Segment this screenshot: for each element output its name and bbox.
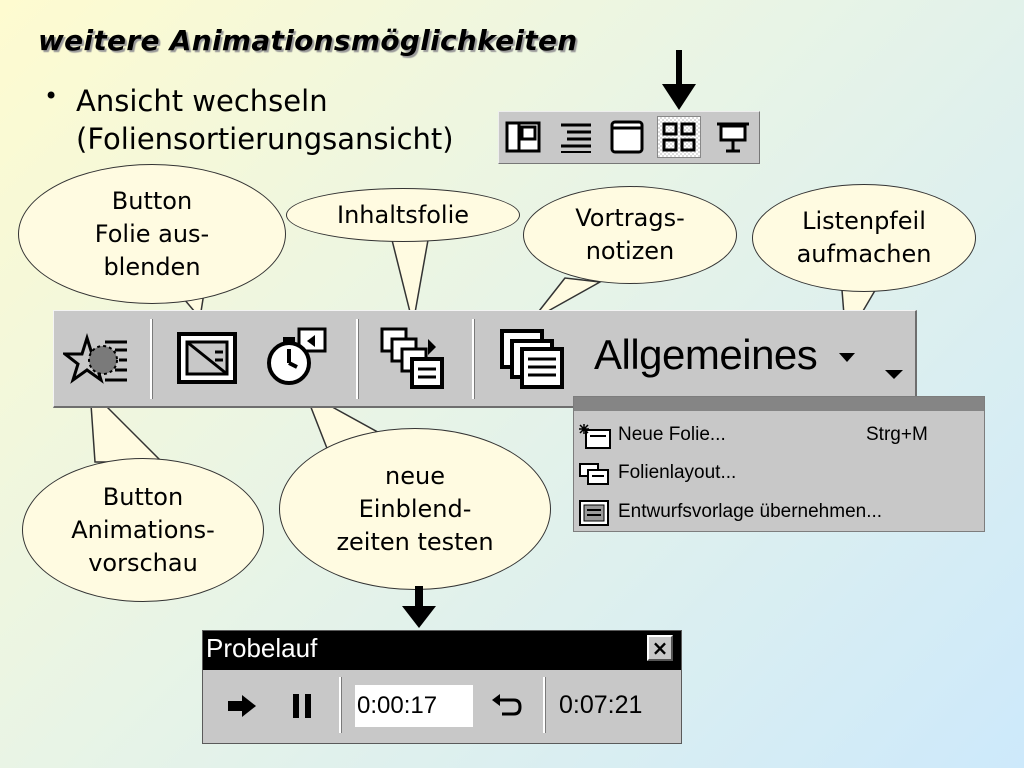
rehearsal-window: Probelauf × 0:00:17 0:07:21 — [202, 630, 682, 744]
animation-preview-button[interactable] — [60, 325, 134, 391]
callout-open-list: Listenpfeil aufmachen — [752, 184, 976, 292]
slide-show-button[interactable] — [711, 116, 755, 158]
slide-layout-combo[interactable]: Allgemeines — [594, 331, 818, 378]
chevron-down-icon — [839, 353, 855, 362]
normal-view-button[interactable] — [501, 116, 545, 158]
stopwatch-icon — [267, 327, 327, 385]
slide-view-icon — [610, 120, 644, 154]
toolbar-separator — [543, 677, 546, 733]
apply-design-icon — [579, 500, 609, 526]
repeat-icon — [492, 694, 522, 716]
summary-slide-button[interactable] — [376, 323, 450, 393]
summary-slide-icon — [380, 327, 444, 389]
callout-text: Vortrags- — [575, 204, 685, 232]
callout-text: vorschau — [88, 548, 198, 577]
menu-item-label: Entwurfsvorlage übernehmen... — [618, 501, 883, 522]
normal-view-icon — [505, 121, 541, 153]
layout-dropdown-menu: Neue Folie... Strg+M Folienlayout... Ent… — [573, 396, 985, 532]
callout-summary-slide: Inhaltsfolie — [286, 188, 520, 242]
menu-item-apply-design[interactable]: Entwurfsvorlage übernehmen... — [574, 493, 984, 531]
pointer-arrow-down-icon — [402, 586, 436, 628]
callout-text: neue — [385, 461, 445, 490]
bullet-line-1: Ansicht wechseln — [76, 84, 328, 118]
callout-text: Button — [102, 482, 184, 511]
next-button[interactable] — [225, 689, 259, 723]
callout-speaker-notes: Vortrags- notizen — [523, 186, 737, 284]
animation-preview-icon — [63, 332, 127, 384]
bullet-text: Ansicht wechseln (Foliensortierungsansic… — [76, 82, 454, 158]
total-time: 0:07:21 — [559, 691, 643, 719]
menu-item-label: Folienlayout... — [618, 462, 737, 483]
toolbar-separator — [339, 677, 342, 733]
pause-icon — [293, 694, 311, 718]
slide-sorter-view-button[interactable] — [657, 116, 701, 158]
speaker-notes-button[interactable] — [492, 323, 572, 393]
bullet-line-2: (Foliensortierungsansicht) — [76, 122, 454, 156]
toolbar-options-arrow[interactable] — [882, 367, 906, 383]
slide-layout-icon — [579, 463, 609, 485]
new-slide-icon — [579, 424, 611, 449]
menu-item-slide-layout[interactable]: Folienlayout... — [574, 454, 984, 492]
callout-text: Listenpfeil — [802, 207, 926, 235]
toolbar-separator — [150, 319, 153, 399]
callout-text: Einblend- — [358, 494, 472, 523]
view-toolbar — [498, 111, 760, 164]
hide-slide-icon — [177, 332, 237, 384]
outline-view-icon — [561, 123, 591, 153]
callout-text: blenden — [103, 252, 201, 281]
slide-sorter-view-icon — [662, 122, 696, 152]
callout-text: Button — [111, 186, 193, 215]
callout-text: aufmachen — [796, 240, 932, 268]
rehearse-timings-button[interactable] — [260, 323, 336, 393]
close-button[interactable]: × — [647, 635, 673, 661]
menu-title-strip — [574, 397, 984, 411]
callout-hide-slide: Button Folie aus- blenden — [18, 164, 286, 304]
hide-slide-button[interactable] — [172, 325, 242, 391]
pause-button[interactable] — [285, 689, 319, 723]
toolbar-separator — [356, 319, 359, 399]
callout-text: Inhaltsfolie — [336, 200, 470, 229]
callout-text: zeiten testen — [336, 527, 494, 556]
projector-screen-icon — [717, 122, 749, 153]
callout-animation-preview: Button Animations- vorschau — [22, 458, 264, 602]
bullet-marker: • — [44, 82, 59, 110]
rehearsal-title-bar: Probelauf × — [203, 631, 681, 670]
toolbar-separator — [472, 319, 475, 399]
arrow-right-icon — [228, 695, 256, 717]
callout-rehearse-timings: neue Einblend- zeiten testen — [279, 428, 551, 590]
pointer-arrow-down-icon — [662, 50, 696, 110]
speaker-notes-icon — [500, 329, 564, 389]
layout-dropdown-arrow[interactable] — [836, 351, 858, 365]
slide-view-button[interactable] — [605, 116, 649, 158]
close-icon: × — [651, 636, 669, 660]
menu-item-shortcut: Strg+M — [866, 424, 928, 445]
slide-time-field: 0:00:17 — [355, 685, 473, 727]
menu-item-label: Neue Folie... — [618, 424, 726, 445]
rehearsal-title: Probelauf — [206, 633, 318, 663]
slide-sorter-toolbar: Allgemeines — [53, 310, 917, 408]
slide-title: weitere Animationsmöglichkeiten — [38, 24, 578, 57]
menu-item-new-slide[interactable]: Neue Folie... Strg+M — [574, 416, 984, 454]
repeat-button[interactable] — [487, 687, 525, 725]
chevron-down-icon — [885, 370, 903, 379]
callout-text: Folie aus- — [94, 219, 210, 248]
callout-text: notizen — [585, 237, 675, 265]
callout-text: Animations- — [71, 515, 215, 544]
outline-view-button[interactable] — [553, 116, 597, 158]
